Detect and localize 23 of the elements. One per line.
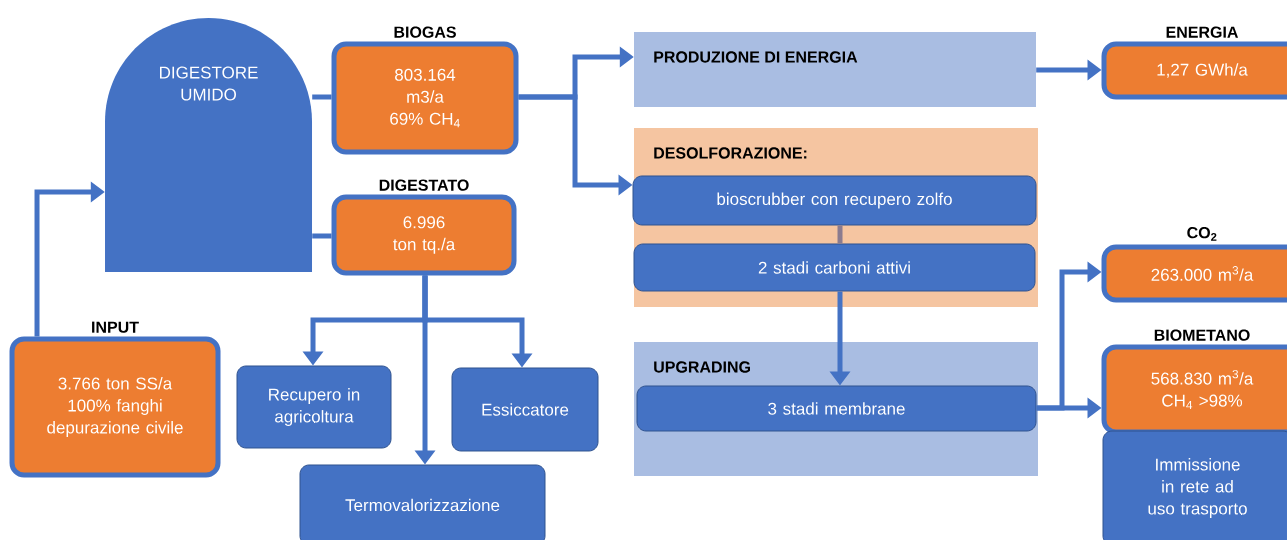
process-box: 2 stadi carboni attivi (633, 243, 1036, 292)
process-box: 3 stadi membrane (636, 385, 1037, 432)
value-box: 263.000 m$^{3}$/a (1101, 244, 1287, 303)
process-box: bioscrubber con recupero zolfo (632, 175, 1037, 226)
value-box: 1,27 GWh/a (1101, 41, 1287, 100)
heading: DIGESTATO (379, 179, 469, 191)
heading: ENERGIA (1166, 26, 1239, 38)
band-heading: DESOLFORAZIONE: (654, 147, 807, 159)
process-box: Recupero in agricoltura (236, 365, 392, 449)
heading: BIOGAS (394, 26, 456, 38)
value-box: 3.766 ton SS/a 100% fanghi depurazione civile (9, 336, 221, 478)
heading: CO$_{2}$ (1187, 227, 1217, 241)
value-box: 803.164 m3/a 69% CH$_{4}$ (331, 41, 519, 155)
band-heading: PRODUZIONE DI ENERGIA (654, 51, 858, 63)
value-box: 6.996 ton tq./a (331, 194, 517, 276)
heading: BIOMETANO (1154, 329, 1250, 341)
digester-tank: DIGESTORE UMIDO (105, 18, 312, 272)
heading: INPUT (92, 321, 139, 333)
value-box: 568.830 m$^{3}$/a CH$_{4}$ >98% (1101, 344, 1287, 435)
process-box: Immissione in rete ad uso trasporto (1102, 430, 1287, 540)
process-box: Essiccatore (451, 367, 599, 452)
band-heading: UPGRADING (654, 361, 750, 373)
process-box: Termovalorizzazione (299, 464, 546, 540)
